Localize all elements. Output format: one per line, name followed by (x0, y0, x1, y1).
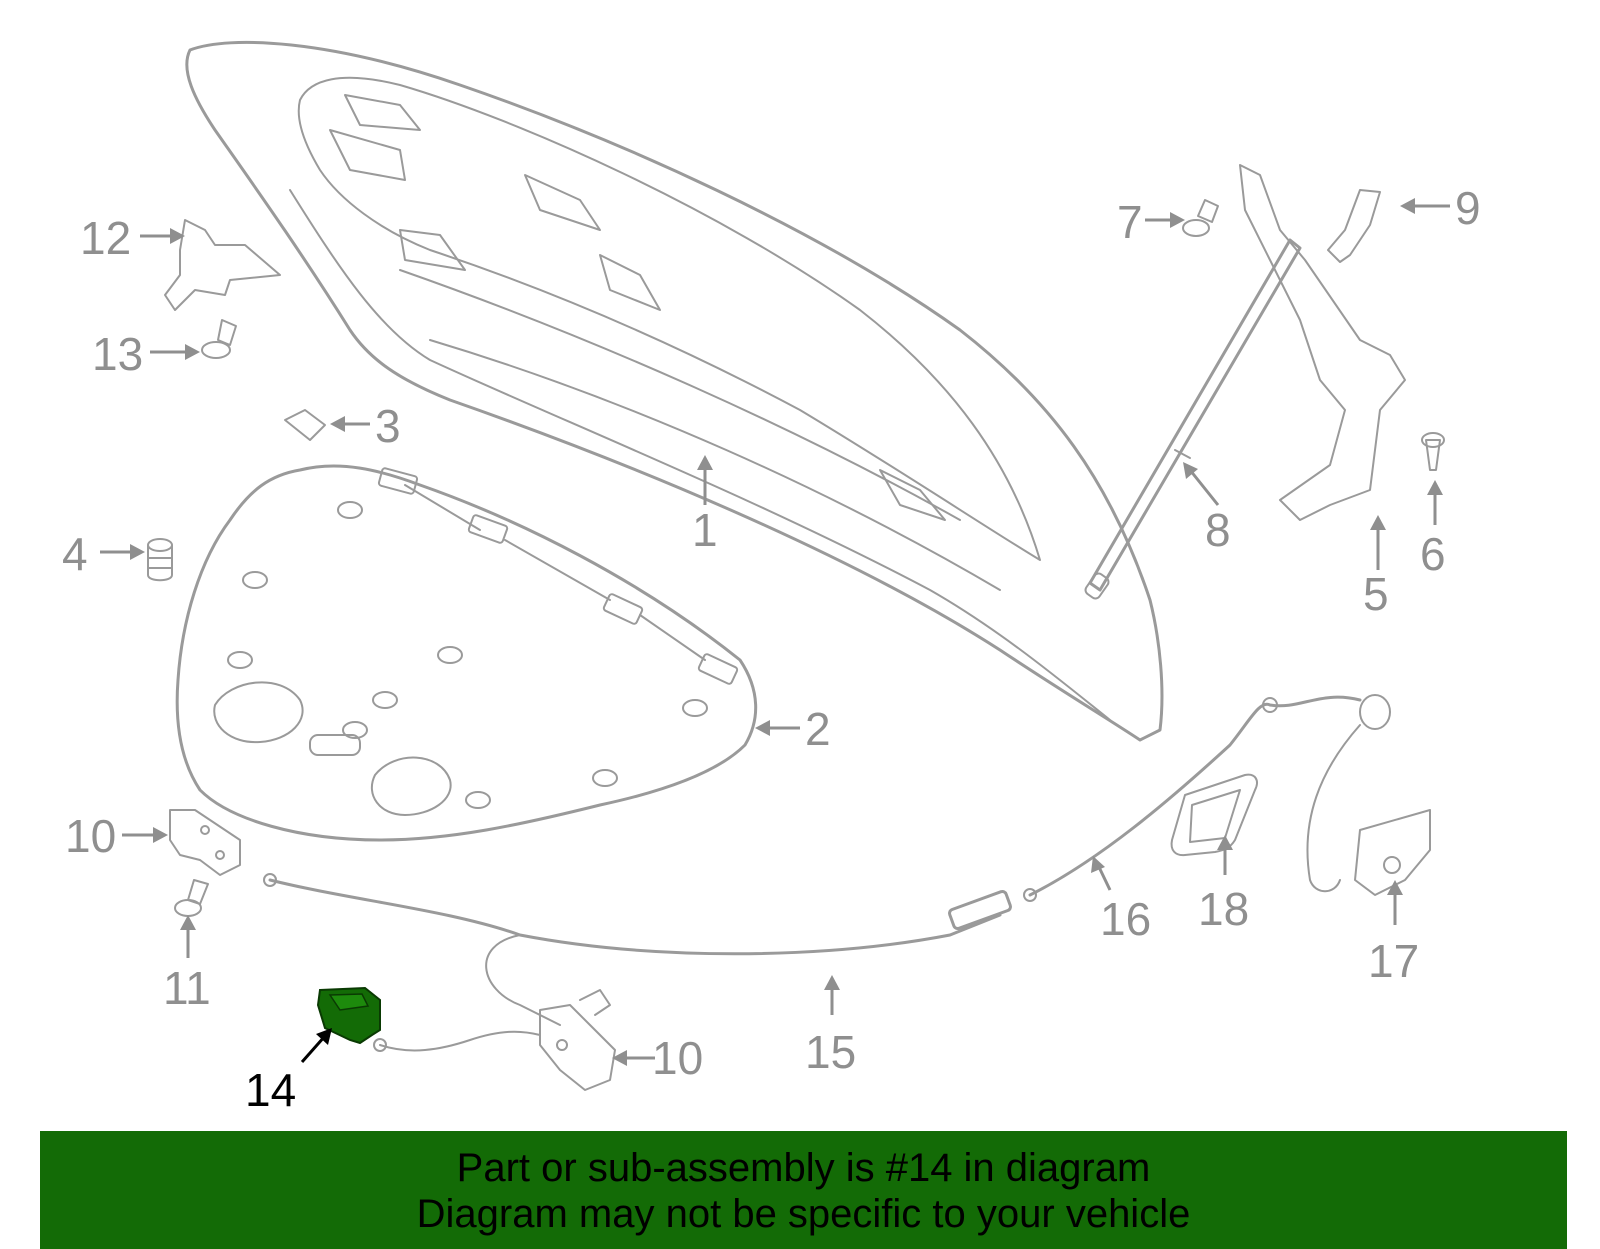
callouts (100, 198, 1450, 1066)
catch-bolt (201, 319, 237, 359)
callout-17 (1387, 880, 1403, 925)
label-5: 5 (1363, 568, 1389, 620)
callout-12 (140, 228, 185, 244)
label-17: 17 (1368, 935, 1419, 987)
label-6: 6 (1420, 528, 1446, 580)
hood-hinge (1239, 164, 1406, 521)
hood-insulator (175, 464, 758, 842)
label-10-upper: 10 (65, 810, 116, 862)
callout-4 (100, 544, 145, 560)
label-14: 14 (245, 1064, 296, 1116)
lift-support-strut (1084, 238, 1302, 600)
safety-catch (164, 219, 281, 311)
callout-6 (1427, 480, 1443, 525)
banner-line-2: Diagram may not be specific to your vehi… (416, 1192, 1191, 1236)
strut-bolt (1182, 199, 1219, 237)
label-13: 13 (92, 328, 143, 380)
callout-10-lower (612, 1050, 655, 1066)
release-cable (263, 873, 1012, 1026)
label-18: 18 (1198, 883, 1249, 935)
hood-latch-upper (169, 809, 241, 876)
label-1: 1 (692, 504, 718, 556)
callout-18 (1217, 835, 1233, 875)
hood-panel (185, 40, 1164, 742)
label-10-lower: 10 (652, 1032, 703, 1084)
callout-14 (300, 1028, 332, 1063)
label-16: 16 (1100, 893, 1151, 945)
callout-11 (180, 915, 196, 958)
label-7: 7 (1117, 196, 1143, 248)
latch-switch[interactable] (316, 986, 541, 1052)
label-8: 8 (1205, 504, 1231, 556)
label-12: 12 (80, 212, 131, 264)
info-banner: Part or sub-assembly is #14 in diagram D… (40, 1131, 1567, 1249)
strut-bracket (1327, 189, 1381, 263)
callout-1 (697, 455, 713, 505)
label-4: 4 (62, 528, 88, 580)
callout-7 (1145, 212, 1185, 228)
label-11: 11 (163, 962, 211, 1014)
callout-2 (755, 720, 800, 736)
callout-16 (1091, 856, 1112, 891)
callout-8 (1183, 462, 1220, 506)
release-cable-rear (1023, 694, 1391, 902)
hood-latch-lower (539, 989, 616, 1091)
label-9: 9 (1455, 182, 1481, 234)
callout-3 (330, 416, 370, 432)
release-handle (1354, 809, 1431, 896)
label-2: 2 (805, 703, 831, 755)
bumper-stop (147, 538, 173, 582)
insulator-clip (284, 409, 326, 441)
label-3: 3 (375, 400, 401, 452)
banner-line-1: Part or sub-assembly is #14 in diagram (456, 1146, 1151, 1190)
callout-10-upper (122, 827, 168, 843)
label-15: 15 (805, 1026, 856, 1078)
callout-13 (150, 344, 200, 360)
latch-bolt (174, 879, 209, 917)
callout-9 (1400, 198, 1450, 214)
callout-labels: 1 2 3 4 5 6 7 8 9 10 10 11 12 13 14 15 1… (62, 182, 1481, 1116)
callout-5 (1370, 515, 1386, 570)
callout-15 (824, 975, 840, 1015)
hinge-bolt (1421, 432, 1445, 471)
